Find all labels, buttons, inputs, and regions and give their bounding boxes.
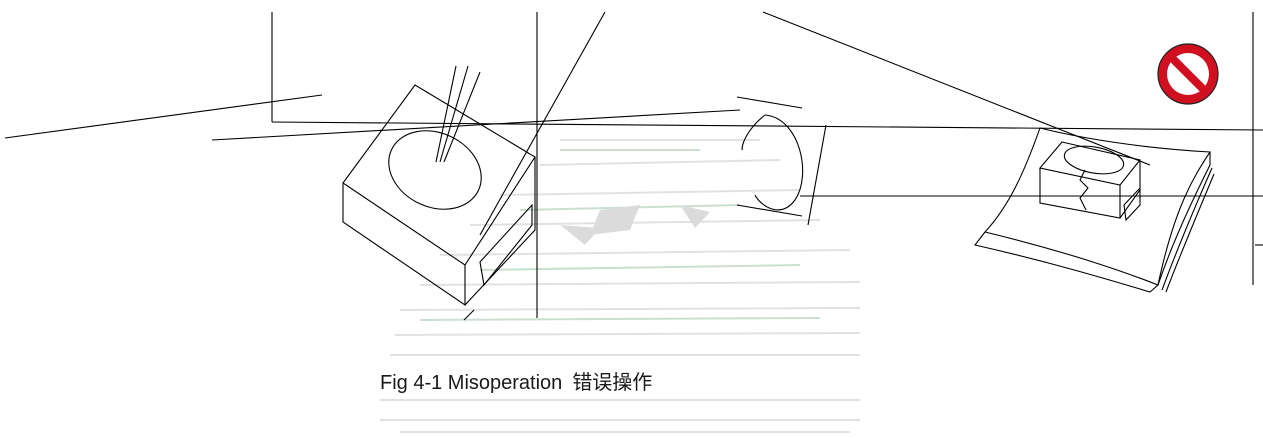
caption-cn: 错误操作: [572, 370, 653, 394]
cracked-chip-on-board: [974, 127, 1215, 293]
chip-with-probe: [342, 65, 536, 321]
caption-en: Fig 4-1 Misoperation: [380, 372, 563, 394]
leader-lines: [4, 11, 1263, 318]
prohibit-icon: [1157, 43, 1219, 105]
watermark: [380, 139, 861, 433]
figure-caption: Fig 4-1 Misoperation 错误操作: [380, 366, 652, 395]
magnified-detail: [736, 96, 827, 226]
